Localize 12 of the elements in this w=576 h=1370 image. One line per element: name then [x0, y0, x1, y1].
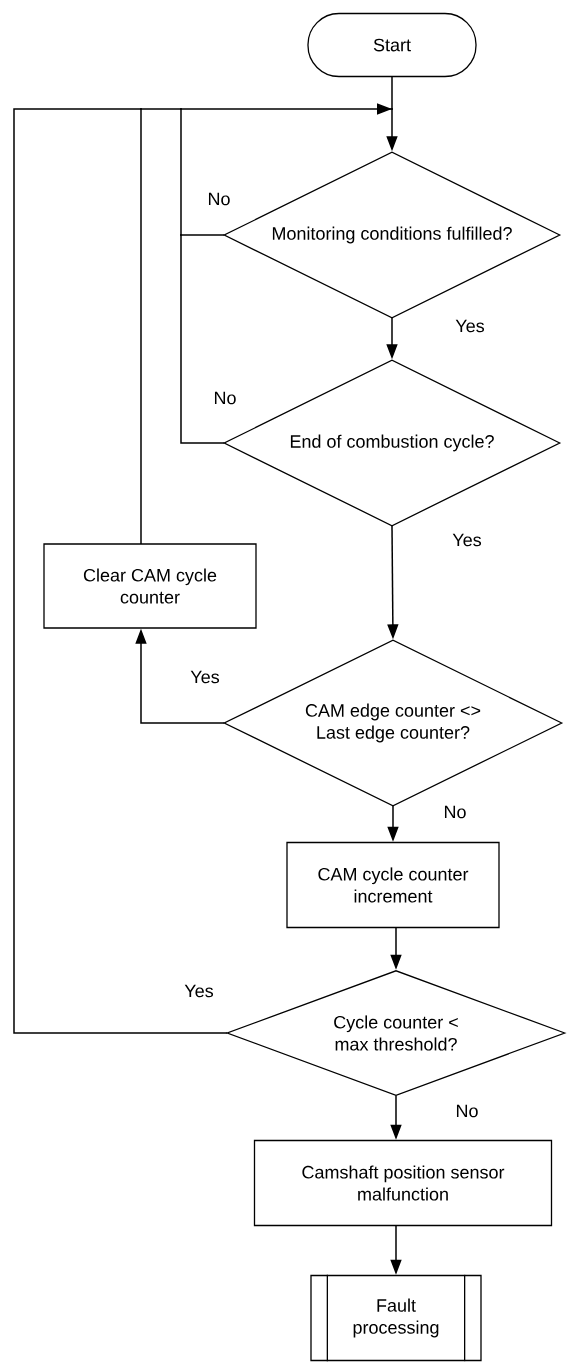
process-box: Camshaft position sensor malfunction: [253, 1139, 553, 1227]
edge-label: Yes: [454, 318, 486, 334]
edge-label: Yes: [183, 983, 215, 999]
edge-label: Yes: [451, 532, 483, 548]
process-box: Clear CAM cycle counter: [43, 543, 257, 629]
process-box: CAM cycle counter increment: [286, 841, 500, 929]
flow-arrow: [180, 103, 393, 115]
edge-label: No: [454, 1103, 480, 1119]
start-terminal: Start: [307, 12, 477, 78]
edge-label: Yes: [189, 669, 221, 685]
edge-label: No: [442, 804, 468, 820]
predefined-process-box: Fault processing: [310, 1274, 482, 1362]
